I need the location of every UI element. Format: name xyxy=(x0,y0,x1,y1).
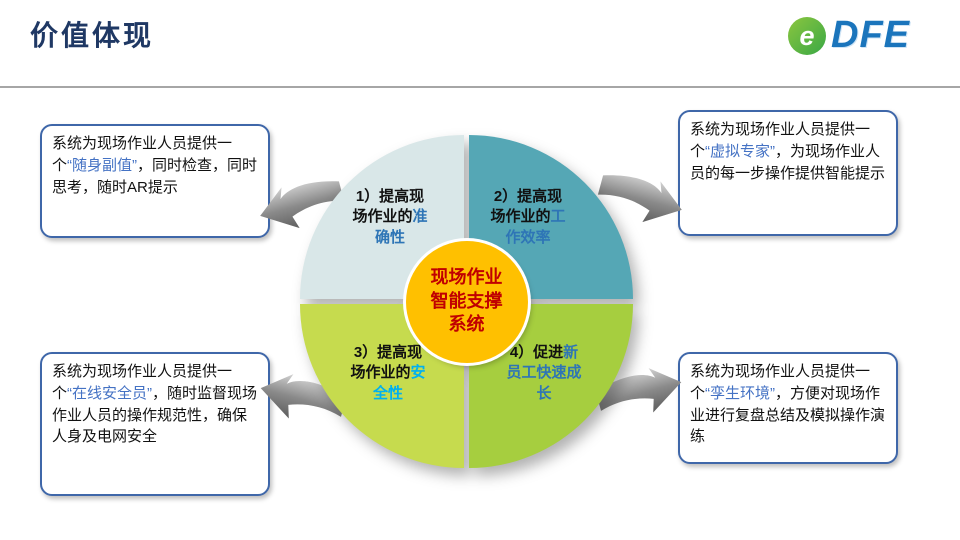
value-wheel: 1）提高现场作业的准确性 2）提高现场作业的工作效率 3）提高现场作业的安全性 … xyxy=(300,135,633,468)
hub-line-1: 现场作业 xyxy=(430,267,503,288)
quadrant-1-highlight: 准确性 xyxy=(374,208,428,246)
callout-text-after: ，随时监督现场作业人员的操作规范性，确保人身及电网安全 xyxy=(52,384,258,446)
callout-text-after: ，同时检查，同时思考，随时AR提示 xyxy=(52,156,258,196)
quadrant-3-label: 3）提高现场作业的安全性 xyxy=(348,343,428,404)
hub-line-3: 系统 xyxy=(448,314,485,335)
quadrant-2-text: 2）提高现场作业的 xyxy=(490,188,563,226)
callout-text-before: 系统为现场作业人员提供一个 xyxy=(690,121,871,160)
page-title: 价值体现 xyxy=(30,19,155,52)
arrow-to-bottom-right-callout xyxy=(590,355,691,432)
callout-text-before: 系统为现场作业人员提供一个 xyxy=(52,135,233,174)
quadrant-1-label: 1）提高现场作业的准确性 xyxy=(350,187,430,248)
callout-text-before: 系统为现场作业人员提供一个 xyxy=(690,363,871,402)
callout-highlight: “随身副值” xyxy=(67,156,138,174)
dfe-logo: e DFE xyxy=(788,14,910,57)
callout-text-after: ，为现场作业人员的每一步操作提供智能提示 xyxy=(690,142,886,182)
callout-highlight: “孪生环境” xyxy=(705,384,776,402)
quadrant-4-highlight: 新员工快速成长 xyxy=(506,344,582,402)
logo-e-icon: e xyxy=(788,16,826,55)
callout-online-safety-officer: 系统为现场作业人员提供一个“在线安全员”，随时监督现场作业人员的操作规范性，确保… xyxy=(40,352,270,496)
callout-twin-environment: 系统为现场作业人员提供一个“孪生环境”，方便对现场作业进行复盘总结及模拟操作演练 xyxy=(678,352,898,464)
title-divider xyxy=(0,86,960,88)
callout-portable-assistant: 系统为现场作业人员提供一个“随身副值”，同时检查，同时思考，随时AR提示 xyxy=(40,124,270,238)
quadrant-3-text: 3）提高现场作业的 xyxy=(350,344,423,382)
arrow-to-top-left-callout xyxy=(250,167,351,244)
hub-line-2: 智能支撑 xyxy=(430,290,503,311)
center-hub: 现场作业 智能支撑 系统 xyxy=(405,240,528,363)
callout-text-after: ，方便对现场作业进行复盘总结及模拟操作演练 xyxy=(690,384,886,446)
callout-highlight: “在线安全员” xyxy=(67,384,153,402)
quadrant-2-label: 2）提高现场作业的工作效率 xyxy=(488,187,568,248)
callout-highlight: “虚拟专家” xyxy=(705,142,776,160)
quadrant-2-highlight: 工作效率 xyxy=(505,208,566,246)
callout-text-before: 系统为现场作业人员提供一个 xyxy=(52,363,233,402)
arrow-to-bottom-left-callout xyxy=(250,361,351,438)
quadrant-4-label: 4）促进新员工快速成长 xyxy=(504,343,584,404)
arrow-to-top-right-callout xyxy=(590,161,691,238)
quadrant-1-text: 1）提高现场作业的 xyxy=(352,188,425,226)
logo-text: DFE xyxy=(831,14,910,56)
quadrant-3-highlight: 安全性 xyxy=(372,364,426,402)
callout-virtual-expert: 系统为现场作业人员提供一个“虚拟专家”，为现场作业人员的每一步操作提供智能提示 xyxy=(678,110,898,236)
quadrant-4-text: 4）促进 xyxy=(509,344,564,361)
